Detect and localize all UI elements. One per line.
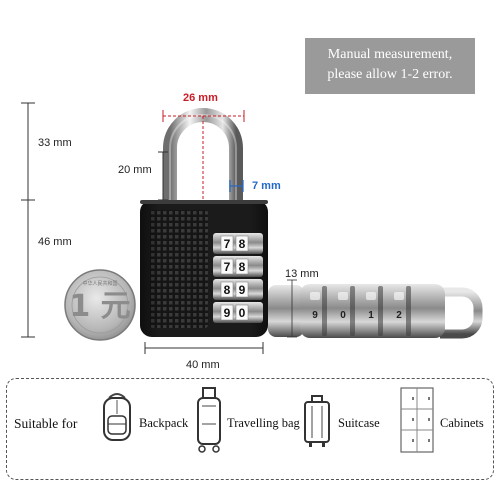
suitable-item-label: Travelling bag (227, 416, 300, 430)
suitable-for-label: Suitable for (14, 416, 78, 431)
height-dimension-lines (21, 102, 35, 338)
dial-digit: 9 (224, 306, 231, 320)
shackle-width-label: 26 mm (183, 92, 218, 104)
svg-text:9: 9 (312, 310, 318, 321)
travelling-bag-icon (197, 387, 221, 453)
backpack-icon (103, 393, 131, 441)
padlock-product-scene: 7 8 7 8 8 9 9 0 1 元 中华人民共和国 (21, 102, 483, 354)
body-width-dimension (144, 342, 264, 354)
suitable-for-panel (6, 378, 494, 480)
note-line-2: please allow 1-2 error. (327, 67, 453, 82)
body-height-label: 46 mm (38, 236, 72, 248)
padlock-side-view: 9 0 1 2 (268, 279, 483, 339)
upper-height-label: 33 mm (38, 137, 72, 149)
dial-digit: 9 (239, 283, 246, 297)
svg-text:2: 2 (396, 310, 402, 321)
shackle-thickness-dimension (229, 180, 244, 192)
shackle-thickness-label: 7 mm (252, 180, 281, 192)
coin-size-reference: 1 元 中华人民共和国 (64, 269, 136, 341)
coin-ring-text: 中华人民共和国 (82, 280, 117, 287)
suitable-item-label: Suitcase (338, 416, 380, 430)
suitcase-icon (304, 395, 330, 447)
body-width-label: 40 mm (186, 359, 220, 371)
dial-wheel: 9 0 (213, 302, 263, 323)
dial-digit: 8 (239, 260, 246, 274)
dial-wheel: 8 9 (213, 279, 263, 300)
shackle-width-dimension (162, 110, 245, 200)
shackle-inner-height-label: 20 mm (118, 164, 152, 176)
dial-digit: 8 (224, 283, 231, 297)
padlock-shackle (163, 108, 243, 200)
note-line-1: Manual measurement, (327, 47, 453, 62)
body-depth-label: 13 mm (285, 268, 319, 280)
measurement-note: Manual measurement, please allow 1-2 err… (305, 38, 475, 94)
cabinets-icon (400, 387, 434, 453)
dial-wheel: 7 8 (213, 233, 263, 254)
svg-text:0: 0 (340, 310, 346, 321)
dial-digit: 7 (224, 237, 231, 251)
dial-wheel: 7 8 (213, 256, 263, 277)
coin-denomination: 1 元 (69, 289, 130, 324)
suitable-item-label: Cabinets (440, 416, 484, 430)
suitable-item-label: Backpack (139, 416, 189, 430)
dial-digit: 0 (239, 306, 246, 320)
combination-dials: 7 8 7 8 8 9 9 0 (213, 233, 263, 323)
svg-text:1: 1 (368, 310, 374, 321)
dial-digit: 8 (239, 237, 246, 251)
dial-digit: 7 (224, 260, 231, 274)
